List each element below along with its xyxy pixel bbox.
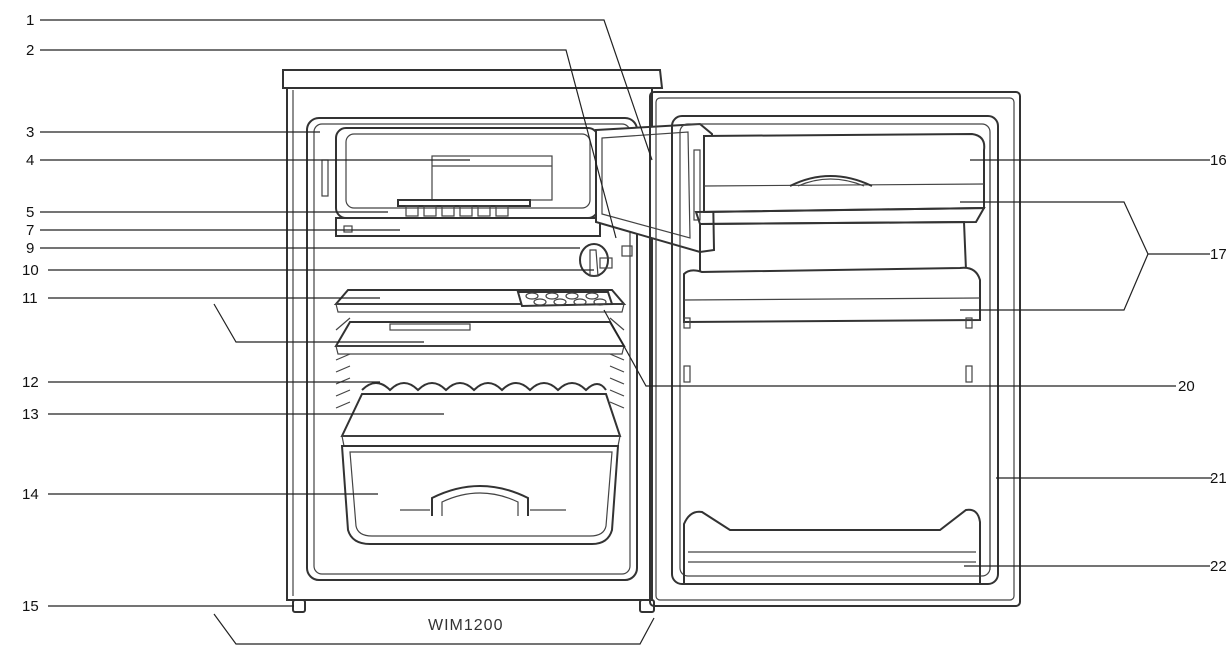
crisper-drawer bbox=[340, 445, 620, 545]
callout-9: 9 bbox=[26, 240, 34, 257]
model-label: WIM1200 bbox=[428, 617, 503, 634]
callout-20: 20 bbox=[1178, 378, 1195, 395]
callout-17: 17 bbox=[1210, 246, 1227, 263]
callout-11: 11 bbox=[22, 290, 38, 307]
freezer-compartment bbox=[335, 127, 601, 237]
leader-lines bbox=[40, 19, 1212, 645]
callout-5: 5 bbox=[26, 204, 34, 221]
freezer-door bbox=[595, 122, 716, 254]
callout-labels-left: 1 2 3 4 5 7 9 10 11 12 13 14 15 bbox=[22, 12, 39, 615]
door-shelf-upper bbox=[694, 132, 986, 226]
shelf-1 bbox=[333, 289, 627, 313]
callout-16: 16 bbox=[1210, 152, 1227, 169]
shelf-supports bbox=[335, 317, 625, 409]
thermostat-knob bbox=[579, 243, 633, 277]
callout-10: 10 bbox=[22, 262, 39, 279]
callout-15: 15 bbox=[22, 598, 39, 615]
callout-4: 4 bbox=[26, 152, 34, 169]
front-foot-left bbox=[292, 599, 306, 613]
callout-22: 22 bbox=[1210, 558, 1227, 575]
callout-7: 7 bbox=[26, 222, 34, 239]
door-bin-middle bbox=[683, 220, 981, 383]
callout-13: 13 bbox=[22, 406, 39, 423]
callout-21: 21 bbox=[1210, 470, 1227, 487]
shelf-2 bbox=[334, 321, 626, 355]
door-bottle-shelf bbox=[683, 508, 981, 585]
callout-labels-right: 16 17 20 21 22 bbox=[1178, 152, 1227, 575]
callout-1: 1 bbox=[26, 12, 34, 29]
callout-14: 14 bbox=[22, 486, 39, 503]
callout-2: 2 bbox=[26, 42, 34, 59]
cabinet bbox=[282, 69, 664, 613]
callout-3: 3 bbox=[26, 124, 34, 141]
callout-12: 12 bbox=[22, 374, 39, 391]
